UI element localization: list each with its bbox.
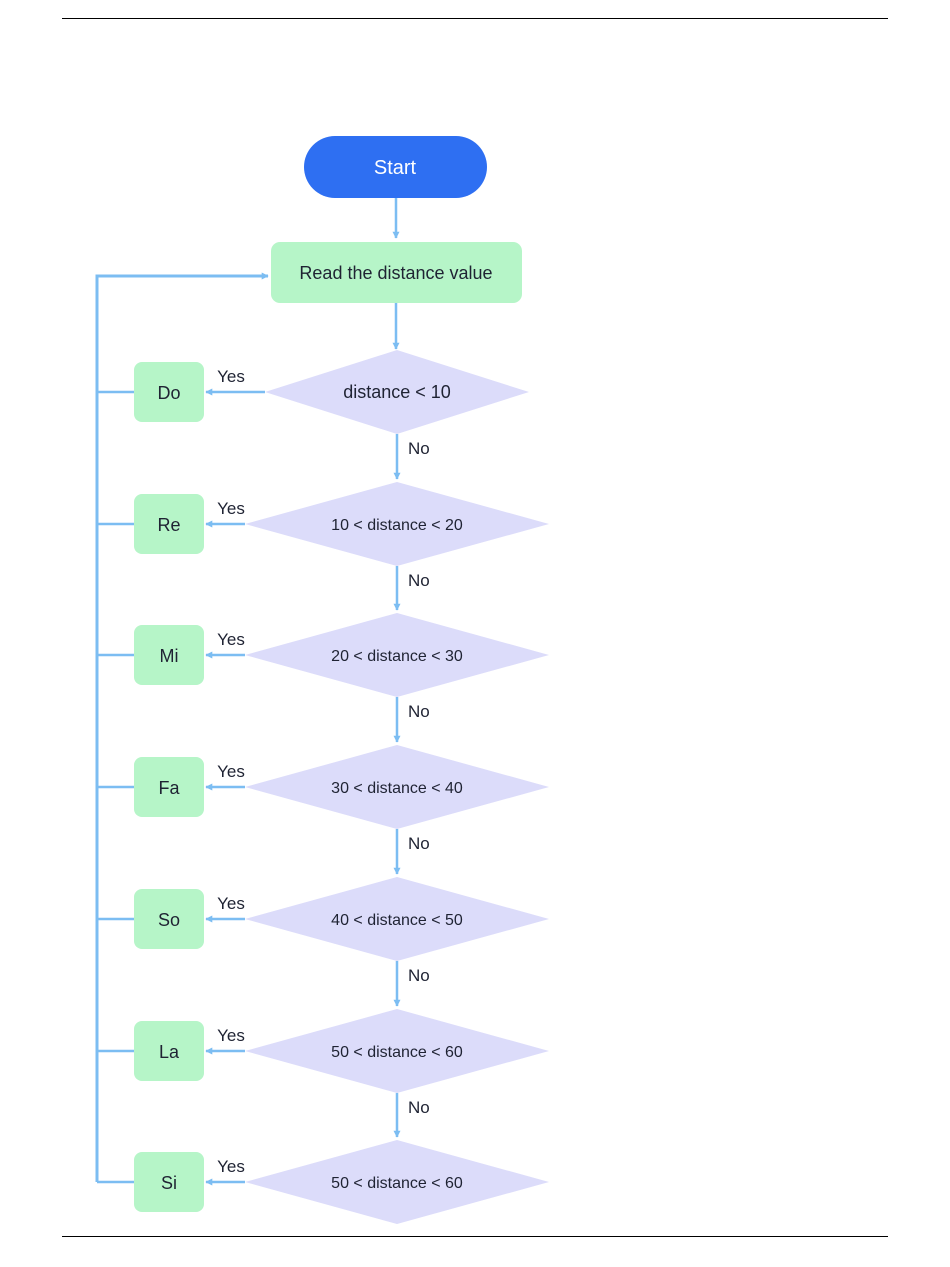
no-label-do: No xyxy=(408,439,430,458)
no-label-so: No xyxy=(408,966,430,985)
note-re-label: Re xyxy=(157,515,180,535)
decision-do-condition: distance < 10 xyxy=(343,382,451,402)
yes-label-so: Yes xyxy=(217,894,245,913)
yes-label-fa: Yes xyxy=(217,762,245,781)
note-si-label: Si xyxy=(161,1173,177,1193)
no-label-fa: No xyxy=(408,834,430,853)
yes-label-mi: Yes xyxy=(217,630,245,649)
decision-so-condition: 40 < distance < 50 xyxy=(331,912,463,929)
decision-fa-condition: 30 < distance < 40 xyxy=(331,780,463,797)
start-label: Start xyxy=(374,157,417,179)
decision-la-condition: 50 < distance < 60 xyxy=(331,1044,463,1061)
note-so-label: So xyxy=(158,910,180,930)
no-label-mi: No xyxy=(408,702,430,721)
note-fa-label: Fa xyxy=(158,778,180,798)
no-label-re: No xyxy=(408,571,430,590)
yes-label-la: Yes xyxy=(217,1026,245,1045)
decision-re-condition: 10 < distance < 20 xyxy=(331,517,463,534)
note-mi-label: Mi xyxy=(160,646,179,666)
yes-label-do: Yes xyxy=(217,367,245,386)
yes-label-si: Yes xyxy=(217,1157,245,1176)
yes-label-re: Yes xyxy=(217,499,245,518)
decision-mi-condition: 20 < distance < 30 xyxy=(331,648,463,665)
note-la-label: La xyxy=(159,1042,180,1062)
note-do-label: Do xyxy=(157,383,180,403)
decision-si-condition: 50 < distance < 60 xyxy=(331,1175,463,1192)
read-distance-label: Read the distance value xyxy=(299,263,492,283)
no-label-la: No xyxy=(408,1098,430,1117)
